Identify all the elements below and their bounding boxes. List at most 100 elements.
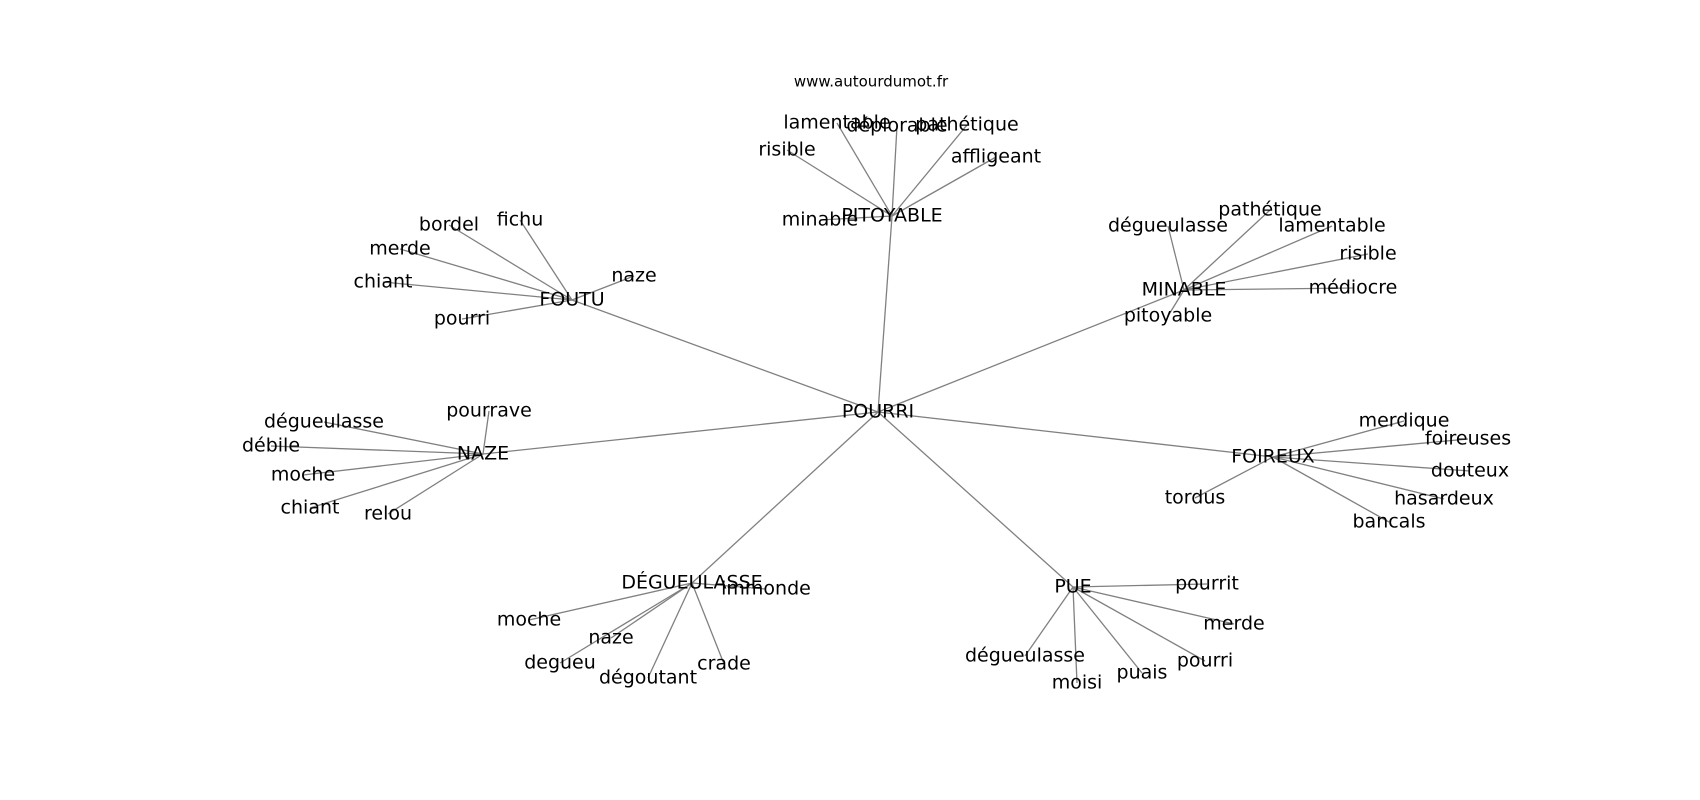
- node-hub-foutu: FOUTU: [539, 289, 604, 311]
- edge-pitoyable-risible: [786, 149, 893, 217]
- edge-foireux-bancals: [1272, 456, 1390, 523]
- node-leaf-risible: risible: [758, 139, 815, 161]
- node-leaf-puais: puais: [1117, 662, 1168, 684]
- node-leaf-deplorable: déplorable: [846, 115, 947, 137]
- edge-center-degueulasse: [691, 411, 879, 584]
- node-leaf-chiant: chiant: [354, 271, 413, 293]
- node-leaf-degueu: degueu: [524, 652, 596, 674]
- edge-center-pue: [877, 411, 1074, 588]
- edge-naze-relou: [387, 453, 484, 515]
- edge-foutu-chiant: [382, 281, 573, 301]
- node-leaf-pourrit: pourrit: [1175, 573, 1239, 595]
- node-leaf-degoutant: dégoutant: [599, 667, 697, 689]
- node-leaf-merde: merde: [369, 238, 430, 260]
- edge-center-foutu: [571, 299, 879, 413]
- node-leaf-merde: merde: [1203, 613, 1264, 635]
- edge-minable-risible: [1183, 253, 1369, 291]
- edge-foireux-hasardeux: [1272, 456, 1445, 500]
- edge-foutu-naze: [571, 275, 635, 301]
- node-leaf-pourri: pourri: [1177, 650, 1233, 672]
- node-leaf-chiant: chiant: [281, 497, 340, 519]
- edges-layer: [270, 122, 1471, 684]
- node-leaf-pathetique: pathétique: [1218, 199, 1321, 221]
- edge-foireux-douteux: [1272, 456, 1471, 472]
- edge-foutu-bordel: [448, 224, 573, 301]
- edge-foutu-fichu: [519, 219, 573, 301]
- node-leaf-pourrave: pourrave: [446, 400, 532, 422]
- node-leaf-pourri: pourri: [434, 308, 490, 330]
- node-leaf-minable: minable: [782, 209, 859, 231]
- edge-center-foireux: [877, 411, 1274, 458]
- node-leaf-bordel: bordel: [419, 214, 479, 236]
- node-leaf-merdique: merdique: [1359, 410, 1450, 432]
- edge-center-pitoyable: [877, 215, 893, 413]
- node-leaf-naze: naze: [611, 265, 656, 287]
- node-leaf-affligeant: affligeant: [951, 146, 1041, 168]
- edge-naze-pourrave: [482, 410, 490, 455]
- edge-pitoyable-minable: [819, 215, 893, 221]
- edge-foireux-merdique: [1272, 420, 1405, 458]
- edge-foireux-tordus: [1194, 456, 1274, 499]
- node-hub-minable: MINABLE: [1142, 279, 1227, 301]
- node-leaf-bancals: bancals: [1352, 511, 1425, 533]
- node-leaf-pitoyable: pitoyable: [1124, 305, 1212, 327]
- node-leaf-degueulasse: dégueulasse: [1108, 215, 1228, 237]
- node-leaf-degueulasse: dégueulasse: [264, 411, 384, 433]
- node-leaf-foireuses: foireuses: [1425, 428, 1511, 450]
- edge-pitoyable-deplorable: [891, 125, 898, 217]
- edge-foireux-foireuses: [1272, 438, 1469, 458]
- node-leaf-lamentable: lamentable: [1278, 215, 1385, 237]
- node-hub-pue: PUE: [1054, 576, 1091, 598]
- edge-naze-debile: [270, 445, 484, 455]
- edge-degueulasse-crade: [691, 582, 725, 665]
- edge-pue-degueulasse: [1024, 586, 1074, 657]
- edge-minable-mediocre: [1183, 287, 1354, 291]
- edge-naze-moche: [302, 453, 484, 476]
- edge-degueulasse-moche: [528, 582, 693, 621]
- node-leaf-degueulasse: dégueulasse: [965, 645, 1085, 667]
- edge-center-naze: [482, 411, 879, 455]
- edge-minable-lamentable: [1183, 225, 1333, 291]
- node-leaf-debile: débile: [242, 435, 300, 457]
- edge-pue-moisi: [1072, 586, 1078, 684]
- node-hub-naze: NAZE: [457, 443, 509, 465]
- node-leaf-mediocre: médiocre: [1309, 277, 1398, 299]
- edge-pitoyable-pathetique: [891, 124, 968, 217]
- node-leaf-fichu: fichu: [497, 209, 544, 231]
- node-hub-degueulasse: DÉGUEULASSE: [621, 571, 762, 594]
- node-leaf-hasardeux: hasardeux: [1394, 488, 1494, 510]
- edge-degueulasse-degueu: [559, 582, 693, 664]
- node-hub-pitoyable: PITOYABLE: [841, 205, 942, 227]
- edge-degueulasse-immonde: [691, 582, 767, 590]
- edge-center-minable: [877, 289, 1185, 413]
- node-leaf-tordus: tordus: [1165, 487, 1226, 509]
- node-leaf-relou: relou: [364, 503, 412, 525]
- labels-layer: POURRIPITOYABLElamentabledéplorablepathé…: [242, 112, 1511, 694]
- edge-minable-pathetique: [1183, 209, 1271, 291]
- edge-degueulasse-degoutant: [647, 582, 693, 679]
- node-leaf-immonde: immonde: [721, 578, 811, 600]
- edge-degueulasse-naze: [610, 582, 693, 639]
- node-leaf-moche: moche: [497, 609, 561, 631]
- edge-pue-puais: [1072, 586, 1143, 674]
- edge-foutu-merde: [399, 248, 573, 301]
- node-leaf-moche: moche: [271, 464, 335, 486]
- node-leaf-crade: crade: [697, 653, 751, 675]
- edge-pue-pourrit: [1072, 583, 1208, 588]
- edge-pitoyable-affligeant: [891, 156, 997, 217]
- node-center-pourri: POURRI: [842, 401, 914, 423]
- node-leaf-pathetique: pathétique: [915, 114, 1018, 136]
- node-leaf-risible: risible: [1339, 243, 1396, 265]
- source-url: www.autourdumot.fr: [794, 73, 949, 91]
- edge-pue-pourri: [1072, 586, 1206, 662]
- edge-naze-chiant: [309, 453, 484, 509]
- edge-pue-merde: [1072, 586, 1235, 625]
- edge-foutu-pourri: [461, 299, 573, 320]
- node-leaf-douteux: douteux: [1431, 460, 1509, 482]
- edge-naze-degueulasse: [323, 421, 484, 455]
- node-leaf-lamentable: lamentable: [783, 112, 890, 134]
- edge-minable-pitoyable: [1167, 289, 1185, 317]
- node-leaf-moisi: moisi: [1052, 672, 1103, 694]
- edge-pitoyable-lamentable: [836, 122, 893, 217]
